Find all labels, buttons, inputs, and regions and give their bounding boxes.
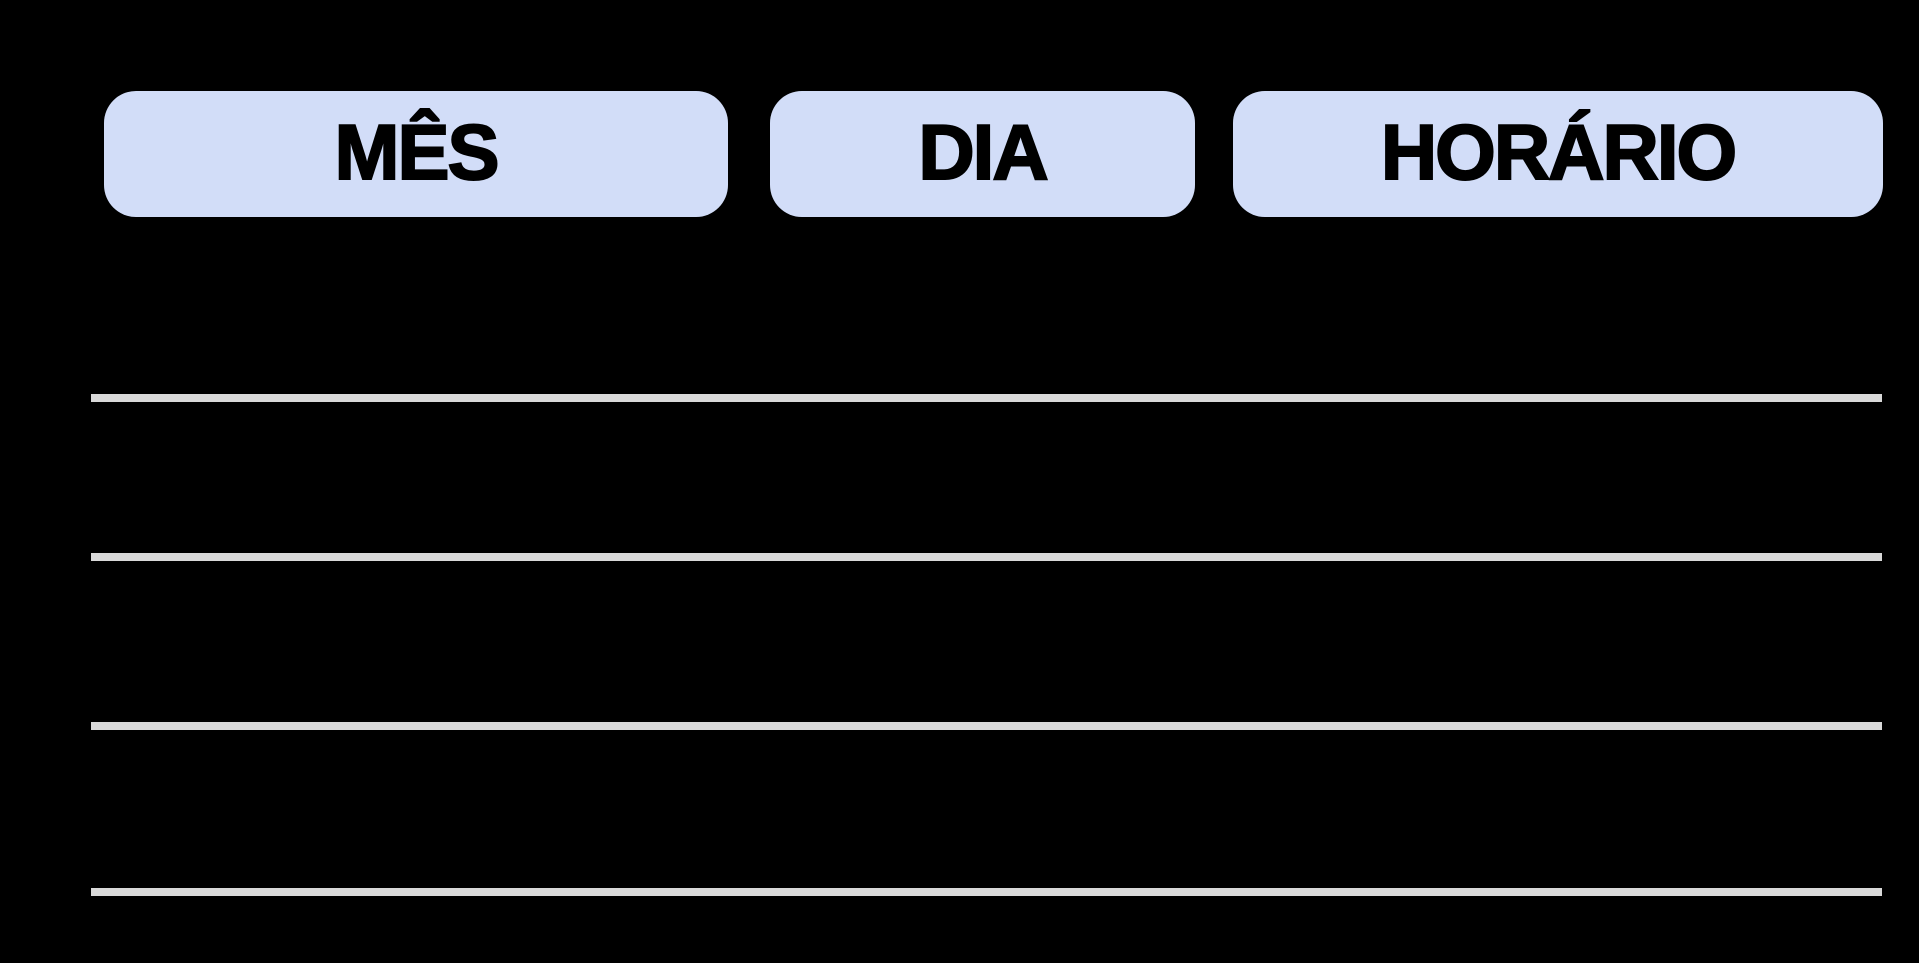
column-header-label-mes: MÊS [333, 108, 500, 196]
column-header-pill-horario[interactable]: HORÁRIO [1233, 91, 1883, 217]
ruled-line [91, 722, 1882, 730]
ruled-line [91, 553, 1882, 561]
column-header-pill-mes[interactable]: MÊS [104, 91, 728, 217]
column-header-label-dia: DIA [917, 108, 1049, 196]
column-header-label-horario: HORÁRIO [1380, 108, 1738, 196]
ruled-line [91, 394, 1882, 402]
ruled-line [91, 888, 1882, 896]
column-header-pill-dia[interactable]: DIA [770, 91, 1195, 217]
